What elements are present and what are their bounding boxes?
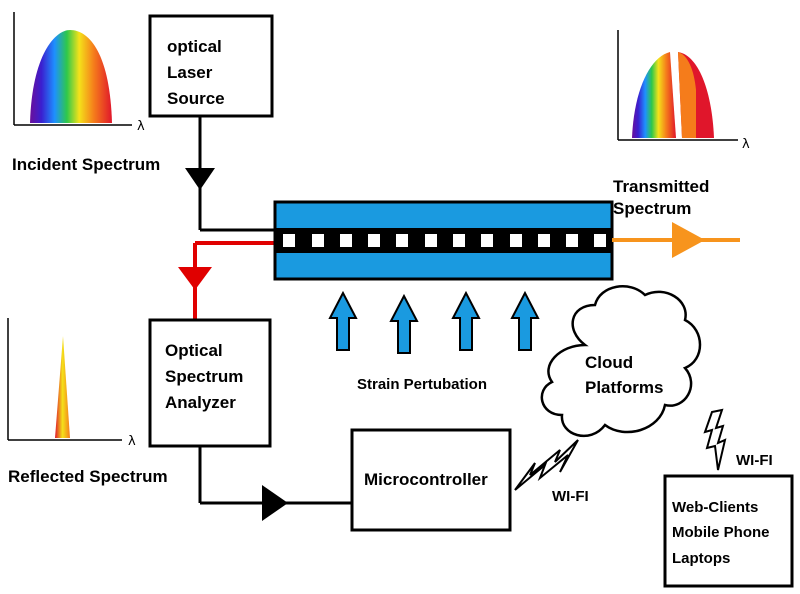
osa-label-line1: Optical [165, 341, 223, 360]
strain-arrow-icon [510, 290, 540, 351]
transmitted-lambda-label: λ [742, 137, 750, 152]
reflected-path [178, 241, 275, 320]
fiber-bragg-grating [273, 200, 614, 281]
right-arrow-icon [262, 485, 288, 521]
incident-spectrum-plot: λ [13, 12, 145, 134]
laser-label-line1: optical [167, 37, 222, 56]
cloud-icon: Cloud Platforms [540, 285, 702, 437]
strain-arrow-icon [451, 290, 481, 351]
laser-to-fiber-line [185, 116, 275, 232]
cloud-label-line2: Platforms [585, 378, 663, 397]
down-arrow-icon [185, 168, 215, 190]
reflected-spectrum-label: Reflected Spectrum [8, 467, 168, 486]
laser-label-line3: Source [167, 89, 225, 108]
transmitted-label-line1: Transmitted [613, 177, 709, 196]
osa-label-line2: Spectrum [165, 367, 243, 386]
reflected-arrow-icon [178, 267, 212, 290]
cloud-label-line1: Cloud [585, 353, 633, 372]
incident-lambda-label: λ [137, 119, 145, 134]
microcontroller-box: Microcontroller [350, 428, 512, 532]
wifi-right-label: WI-FI [736, 452, 773, 469]
optical-spectrum-analyzer-box: Optical Spectrum Analyzer [148, 318, 272, 448]
clients-label-line3: Laptops [672, 550, 730, 567]
strain-arrow-icon [328, 290, 358, 351]
microcontroller-label: Microcontroller [364, 470, 488, 489]
lightning-bolt-icon [514, 439, 579, 491]
incident-spectrum-label: Incident Spectrum [12, 155, 160, 174]
transmitted-arrow [612, 222, 740, 258]
osa-label-line3: Analyzer [165, 393, 236, 412]
strain-arrow-icon [389, 293, 419, 354]
transmitted-label-line2: Spectrum [613, 199, 691, 218]
transmitted-arrow-icon [672, 222, 705, 258]
reflected-lambda-label: λ [128, 434, 136, 449]
osa-to-microcontroller-line [198, 446, 352, 521]
web-clients-box: Web-Clients Mobile Phone Laptops [663, 474, 794, 588]
wifi-left-label: WI-FI [552, 488, 589, 505]
laser-label-line2: Laser [167, 63, 213, 82]
strain-arrows [328, 290, 540, 354]
strain-label: Strain Pertubation [357, 376, 487, 393]
clients-label-line2: Mobile Phone [672, 524, 770, 541]
reflected-spectrum-plot: λ [7, 318, 136, 449]
lightning-bolt-icon [703, 408, 727, 471]
transmitted-spectrum-plot: λ [617, 30, 750, 152]
clients-label-line1: Web-Clients [672, 499, 758, 516]
laser-source-box: optical Laser Source [148, 14, 274, 118]
